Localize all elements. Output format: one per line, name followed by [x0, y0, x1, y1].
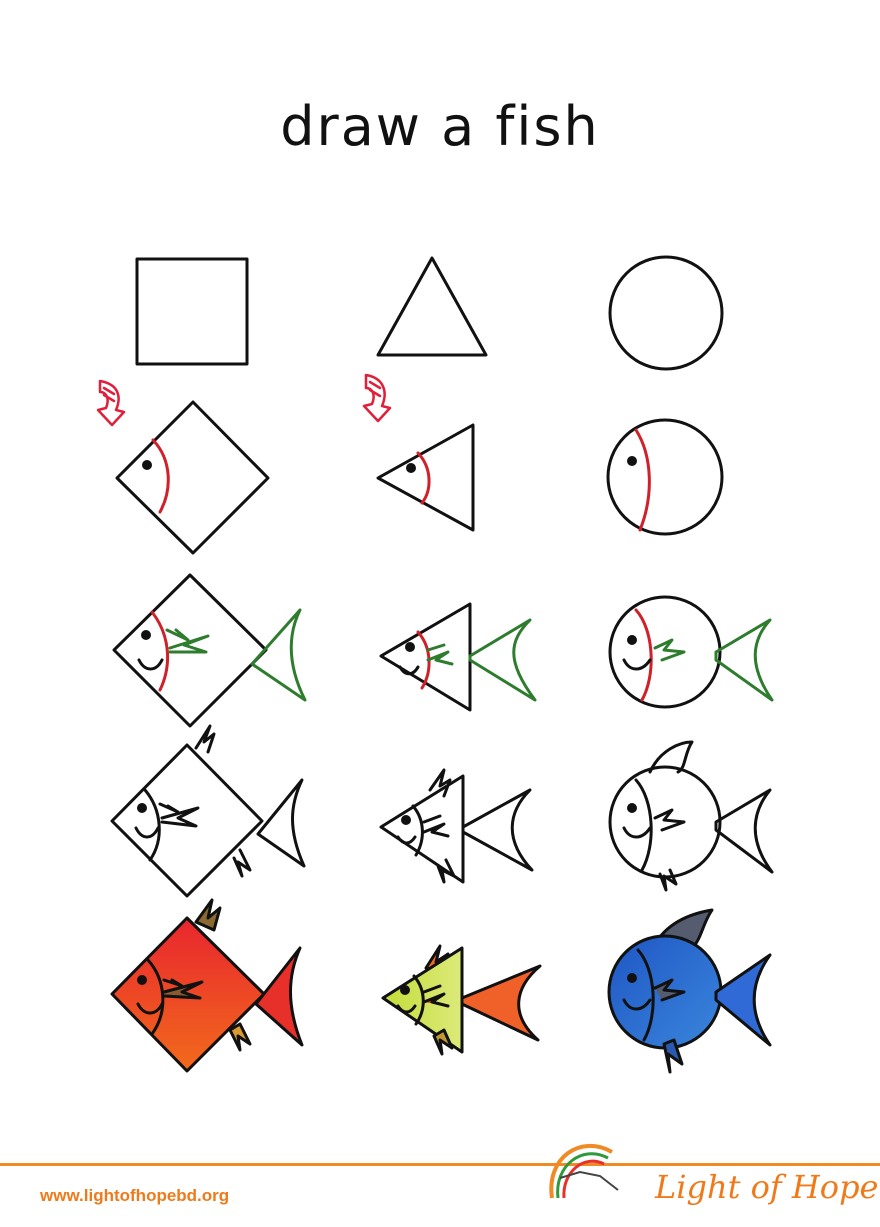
drawing-canvas	[96, 255, 774, 1074]
circle-fish-step2	[606, 418, 724, 536]
red-curved-arrow-icon	[96, 379, 126, 427]
circle-fish-step3	[608, 595, 774, 709]
triangle-fish-step2	[376, 423, 475, 532]
triangle-shape	[376, 256, 488, 357]
website-link[interactable]: www.lightofhopebd.org	[40, 1186, 230, 1205]
light-of-hope-logo-icon	[549, 1144, 619, 1199]
triangle-fish-step4	[379, 768, 534, 884]
circle-fish-colored	[607, 908, 772, 1074]
triangle-fish-step3	[379, 602, 537, 712]
triangle-fish-colored	[381, 944, 542, 1056]
square-fish-step4	[110, 724, 306, 898]
square-fish-step2	[115, 400, 270, 555]
page-title: draw a fish	[280, 95, 600, 158]
square-fish-step3	[112, 573, 307, 728]
circle-fish-step4	[608, 740, 774, 892]
square-shape	[135, 257, 249, 366]
red-curved-arrow-icon	[362, 373, 392, 423]
brand-name: Light of Hope	[655, 1168, 879, 1206]
square-fish-colored	[110, 898, 304, 1073]
footer-divider	[0, 1163, 880, 1166]
circle-shape	[608, 255, 724, 371]
